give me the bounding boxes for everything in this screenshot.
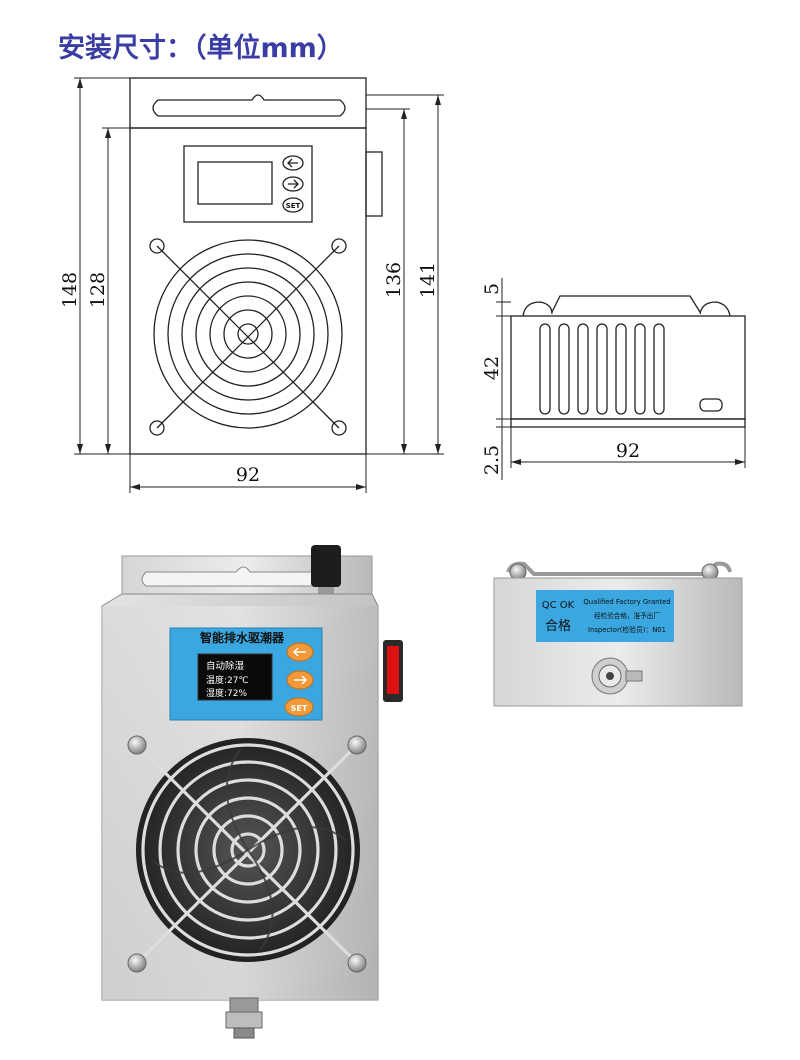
dim-42: 42: [481, 356, 503, 380]
fan-guard-outline: [153, 239, 343, 429]
side-base: [510, 418, 746, 428]
power-switch: [387, 646, 399, 694]
dim-128: 128: [87, 272, 109, 308]
dim-148: 148: [59, 272, 81, 308]
lcd-screen: [197, 653, 273, 701]
dim-92-side: 92: [616, 440, 640, 462]
panel-header: 智能排水驱潮器: [199, 630, 285, 645]
drawing-set-label: SET: [286, 202, 301, 210]
qc-text: QC OK: [542, 600, 575, 611]
dim-136: 136: [383, 262, 405, 298]
lcd-line2: 温度:27℃: [206, 674, 249, 686]
lcd-line1: 自动除湿: [206, 660, 245, 672]
factory-label: [580, 590, 674, 642]
label-line2: 经检验合格，准予出厂: [594, 611, 660, 620]
front-view-drawing: [129, 77, 383, 455]
dim-141: 141: [417, 262, 439, 298]
bracket-slot: [152, 94, 346, 117]
front-dimensions: [74, 77, 444, 493]
mount-bracket: [129, 77, 367, 129]
dim-92-front: 92: [236, 464, 260, 486]
fan-guard: [135, 743, 359, 965]
qc-cn: 合格: [545, 618, 571, 634]
display-module: [183, 145, 313, 223]
label-line1: Qualified Factory Granted: [583, 598, 670, 606]
side-body: [510, 315, 746, 420]
lcd-line3: 湿度:72%: [206, 687, 247, 699]
dim-2-5: 2.5: [481, 445, 503, 475]
page-title: 安装尺寸：（单位mm）: [58, 33, 344, 64]
front-dimension-arrows: [77, 78, 441, 490]
side-dimensions: [496, 278, 746, 480]
product-photo-side: [493, 561, 743, 707]
label-line3: Inspector(检验员)：N01: [588, 625, 666, 634]
dim-5: 5: [481, 283, 503, 295]
main-body: [129, 127, 367, 455]
side-view-drawing: [510, 295, 746, 428]
product-photo-front: [101, 545, 403, 1039]
display-screen: [197, 161, 273, 205]
side-switch: [365, 151, 383, 217]
photo-set-label: SET: [291, 704, 308, 713]
qc-sticker: [536, 590, 580, 642]
